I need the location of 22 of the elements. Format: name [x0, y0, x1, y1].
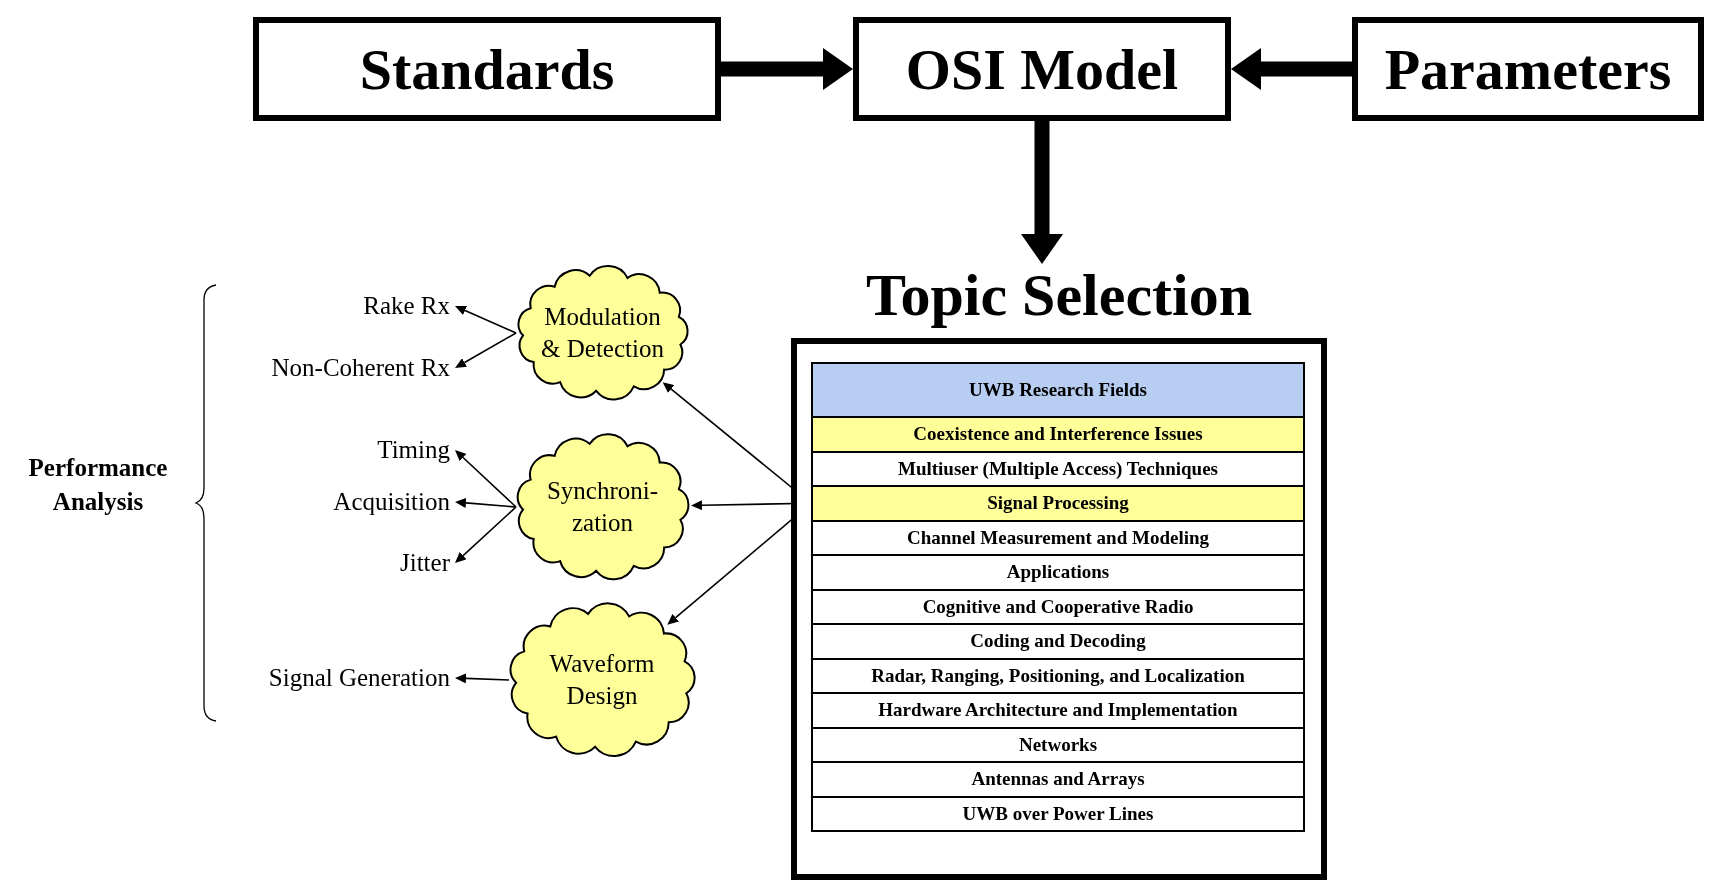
- cloud-label: Modulation & Detection: [540, 302, 665, 364]
- topic-label: Acquisition: [333, 488, 450, 516]
- process-box: Standards: [253, 17, 721, 121]
- section-heading: Topic Selection: [864, 261, 1254, 330]
- topic-label: Rake Rx: [363, 292, 450, 320]
- group-label: Performance Analysis: [27, 453, 169, 517]
- process-box: OSI Model: [853, 17, 1231, 121]
- table-row: Antennas and Arrays: [811, 761, 1305, 798]
- cloud-label: Synchroni-zation: [545, 476, 660, 538]
- topic-label: Signal Generation: [268, 664, 450, 692]
- table-row: Applications: [811, 554, 1305, 591]
- table-row: Coding and Decoding: [811, 623, 1305, 660]
- table-row: Coexistence and Interference Issues: [811, 416, 1305, 453]
- topic-label: Jitter: [400, 549, 450, 577]
- table-row: Hardware Architecture and Implementation: [811, 692, 1305, 729]
- topic-label: Timing: [377, 436, 450, 464]
- table-header: UWB Research Fields: [811, 362, 1305, 418]
- process-box: Parameters: [1352, 17, 1704, 121]
- table-row: Signal Processing: [811, 485, 1305, 522]
- table-row: UWB over Power Lines: [811, 795, 1305, 832]
- cloud-label: Waveform Design: [548, 649, 656, 711]
- topic-label: Non-Coherent Rx: [271, 354, 450, 382]
